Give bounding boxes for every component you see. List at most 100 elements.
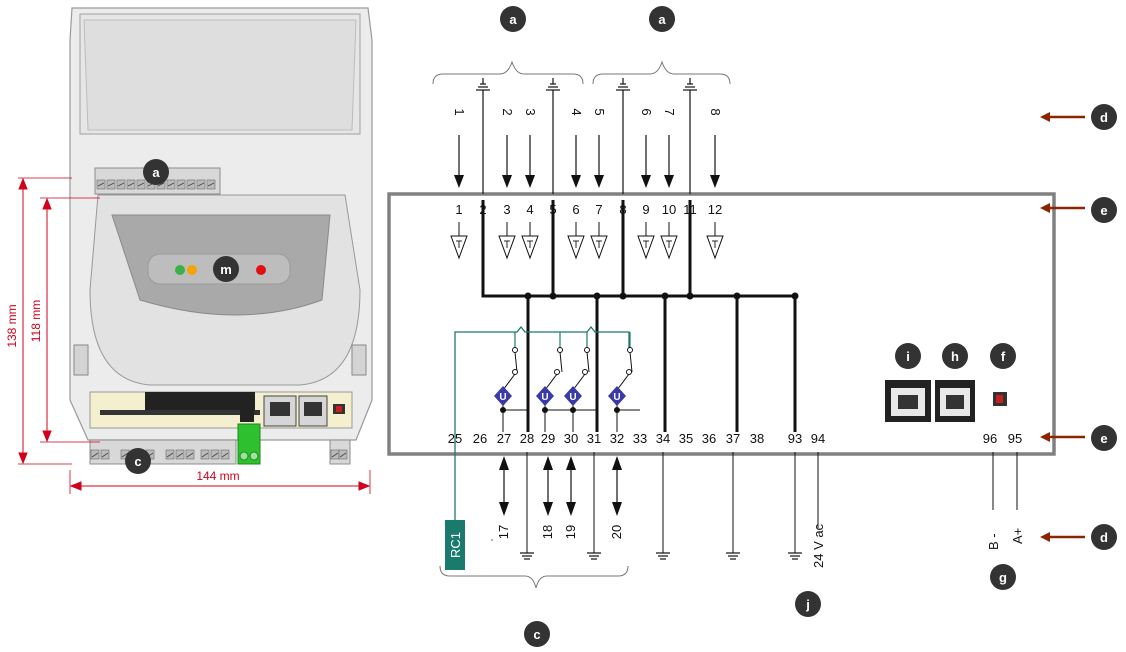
terminal-top-10: 10 xyxy=(662,202,676,217)
rj-connector-h xyxy=(935,380,975,422)
top-ground-symbols xyxy=(476,78,697,194)
svg-text:a: a xyxy=(509,12,517,27)
rc1-line xyxy=(454,325,630,520)
svg-text:e: e xyxy=(1100,203,1107,218)
controller-device-illustration xyxy=(69,7,373,465)
a-plus-label: A+ xyxy=(1010,528,1025,544)
terminal-bottom-25: 25 xyxy=(448,431,462,446)
relay-u-symbol: U xyxy=(569,392,576,403)
relay-u-symbol: U xyxy=(613,392,620,403)
led-red xyxy=(256,265,266,275)
arrow-e-top xyxy=(1040,203,1085,213)
led-green xyxy=(175,265,185,275)
terminal-top-11: 11 xyxy=(683,202,697,217)
terminal-bottom-33: 33 xyxy=(633,431,647,446)
terminal-bottom-93: 93 xyxy=(788,431,802,446)
terminal-top-3: 3 xyxy=(503,202,510,217)
dip-switch xyxy=(993,392,1007,406)
svg-text:i: i xyxy=(906,349,910,364)
svg-text:d: d xyxy=(1100,530,1108,545)
probe-symbols xyxy=(450,222,724,260)
svg-text:f: f xyxy=(1001,349,1006,364)
input-label-2: 2 xyxy=(500,108,515,115)
badge-a-1: a xyxy=(500,6,526,32)
led-orange xyxy=(187,265,197,275)
terminal-bottom-37: 37 xyxy=(726,431,740,446)
terminal-bottom-94: 94 xyxy=(811,431,825,446)
relay-u-symbol: U xyxy=(499,392,506,403)
arrow-d-bottom xyxy=(1040,532,1085,542)
badge-c-device: c xyxy=(125,448,151,474)
terminal-bottom-34: 34 xyxy=(656,431,670,446)
relay-u-symbol: U xyxy=(541,392,548,403)
svg-text:h: h xyxy=(951,349,959,364)
svg-text:e: e xyxy=(1100,431,1107,446)
terminal-top-8: 8 xyxy=(619,202,626,217)
badge-d-top: d xyxy=(1091,104,1117,130)
svg-text:m: m xyxy=(220,262,232,277)
rc1-badge xyxy=(445,520,465,570)
input-label-8: 8 xyxy=(708,108,723,115)
svg-text:a: a xyxy=(152,165,160,180)
input-label-4: 4 xyxy=(569,108,584,115)
brace-outputs xyxy=(439,565,629,589)
height-outer-label: 138 mm xyxy=(5,304,19,347)
badge-m: m xyxy=(213,256,239,282)
terminal-bottom-30: 30 xyxy=(564,431,578,446)
arrow-e-bottom xyxy=(1040,432,1085,442)
badge-a-2: a xyxy=(649,6,675,32)
input-label-5: 5 xyxy=(592,108,607,115)
bottom-ground-symbols xyxy=(520,452,802,560)
badge-d-bottom: d xyxy=(1091,524,1117,550)
terminal-bottom-26: 26 xyxy=(473,431,487,446)
dimension-lines xyxy=(18,177,371,494)
terminal-top-1: 1 xyxy=(455,202,462,217)
badge-h: h xyxy=(942,343,968,369)
terminal-bottom-36: 36 xyxy=(702,431,716,446)
input-label-6: 6 xyxy=(639,108,654,115)
terminal-top-7: 7 xyxy=(595,202,602,217)
input-label-3: 3 xyxy=(523,108,538,115)
terminal-bottom-95: 95 xyxy=(1008,431,1022,446)
width-label: 144 mm xyxy=(196,469,239,483)
terminal-top-12: 12 xyxy=(708,202,722,217)
input-label-1: 1 xyxy=(452,108,467,115)
rc1-label: RC1 xyxy=(448,532,463,558)
svg-text:c: c xyxy=(134,454,141,469)
terminal-top-2: 2 xyxy=(479,202,486,217)
b-minus-label: B - xyxy=(986,533,1001,550)
badge-e-top: e xyxy=(1091,197,1117,223)
terminal-bottom-31: 31 xyxy=(587,431,601,446)
output-label-19: 19 xyxy=(563,525,578,539)
brace-inputs-right xyxy=(592,60,731,85)
terminal-top-9: 9 xyxy=(642,202,649,217)
terminal-top-4: 4 xyxy=(526,202,533,217)
svg-text:c: c xyxy=(533,627,540,642)
terminal-bottom-96: 96 xyxy=(983,431,997,446)
terminal-top-6: 6 xyxy=(572,202,579,217)
terminal-bottom-38: 38 xyxy=(750,431,764,446)
arrow-d-top xyxy=(1040,112,1085,122)
terminal-bottom-27: 27 xyxy=(497,431,511,446)
supply-label: 24 V ac xyxy=(811,523,826,568)
badge-c: c xyxy=(524,621,550,647)
output-label-18: 18 xyxy=(540,525,555,539)
output-label-20: 20 xyxy=(609,525,624,539)
terminal-bottom-28: 28 xyxy=(520,431,534,446)
badge-g: g xyxy=(990,564,1016,590)
output-17-tick: ˈ xyxy=(490,537,494,551)
svg-text:j: j xyxy=(805,597,810,612)
badge-i: i xyxy=(895,343,921,369)
rj-connector-i xyxy=(885,380,931,422)
terminal-bottom-32: 32 xyxy=(610,431,624,446)
brace-inputs-left xyxy=(432,60,584,85)
badge-a-device: a xyxy=(143,159,169,185)
svg-text:a: a xyxy=(658,12,666,27)
input-label-7: 7 xyxy=(662,108,677,115)
terminal-bottom-29: 29 xyxy=(541,431,555,446)
terminal-top-5: 5 xyxy=(549,202,556,217)
height-inner-label: 118 mm xyxy=(29,300,43,342)
badge-f: f xyxy=(990,343,1016,369)
badge-j: j xyxy=(795,591,821,617)
